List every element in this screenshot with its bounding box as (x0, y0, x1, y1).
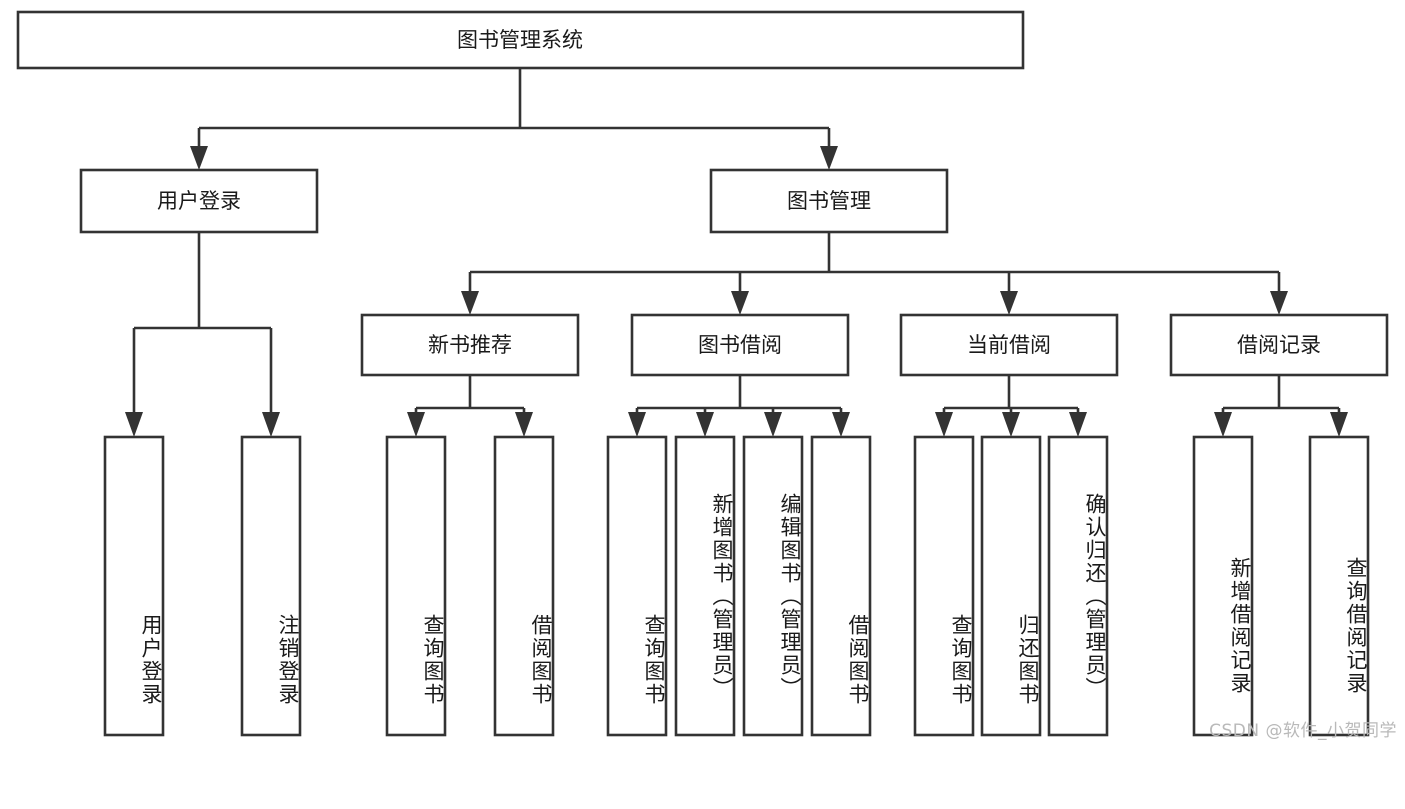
arrow-head-leaf-user-login (125, 412, 143, 437)
connector-group-borrow-record (1214, 375, 1348, 437)
node-leaf-query-record-box[interactable] (1308, 435, 1370, 737)
arrow-head-leaf-user-logout (262, 412, 280, 437)
diagram-canvas: 图书管理系统 用户登录 图书管理 新书推荐 图书借阅 当前借阅 借阅记录 (16, 10, 1397, 741)
node-current-borrow-label: 当前借阅 (967, 333, 1051, 357)
node-current-borrow[interactable]: 当前借阅 (899, 313, 1119, 377)
connector-group-user-login (125, 232, 280, 437)
arrow-head-leaf-query-book-2 (628, 412, 646, 437)
arrow-head-leaf-query-record (1330, 412, 1348, 437)
node-root-box[interactable] (16, 10, 1025, 70)
node-leaf-user-login-box[interactable] (103, 435, 165, 737)
node-leaf-borrow-book-2-box[interactable] (810, 435, 872, 737)
connector-group-current-borrow (935, 375, 1087, 437)
arrow-head-leaf-add-record (1214, 412, 1232, 437)
arrow-head-to-book-management (820, 146, 838, 170)
node-user-login-box[interactable] (79, 168, 319, 234)
node-book-management[interactable]: 图书管理 (709, 168, 949, 234)
node-book-borrow[interactable]: 图书借阅 (630, 313, 850, 377)
node-leaf-add-book-box[interactable] (674, 435, 736, 737)
node-leaf-edit-book-box[interactable] (742, 435, 804, 737)
arrow-head-leaf-borrow-book-2 (832, 412, 850, 437)
node-new-book-recommend[interactable]: 新书推荐 (360, 313, 580, 377)
connector-group-book-management (461, 232, 1288, 315)
node-user-login[interactable]: 用户登录 (79, 168, 319, 234)
node-leaf-query-book-2-box[interactable] (606, 435, 668, 737)
node-book-management-label: 图书管理 (787, 189, 871, 213)
node-user-login-label: 用户登录 (157, 189, 241, 213)
arrow-head-book-borrow (731, 291, 749, 315)
node-current-borrow-box[interactable] (899, 313, 1119, 377)
node-leaf-add-record-box[interactable] (1192, 435, 1254, 737)
node-new-book-recommend-box[interactable] (360, 313, 580, 377)
connector-group-root (190, 68, 838, 170)
node-borrow-record-label: 借阅记录 (1237, 333, 1321, 357)
arrow-head-leaf-edit-book (764, 412, 782, 437)
node-leaf-return-book-box[interactable] (980, 435, 1042, 737)
csdn-watermark: CSDN @软件_小贺同学 (1209, 721, 1397, 741)
node-root-label: 图书管理系统 (457, 28, 583, 52)
arrow-head-leaf-query-book-1 (407, 412, 425, 437)
arrow-head-to-user-login (190, 146, 208, 170)
node-leaf-query-book-3-box[interactable] (913, 435, 975, 737)
arrow-head-leaf-add-book (696, 412, 714, 437)
arrow-head-borrow-record (1270, 291, 1288, 315)
node-leaf-confirm-return-box[interactable] (1047, 435, 1109, 737)
arrow-head-leaf-return-book (1002, 412, 1020, 437)
connector-group-new-book-recommend (407, 375, 533, 437)
arrow-head-leaf-confirm-return (1069, 412, 1087, 437)
node-borrow-record-box[interactable] (1169, 313, 1389, 377)
node-leaf-user-logout-box[interactable] (240, 435, 302, 737)
tree-diagram-svg: 图书管理系统 用户登录 图书管理 新书推荐 图书借阅 当前借阅 借阅记录 (16, 10, 1389, 737)
arrow-head-leaf-borrow-book-1 (515, 412, 533, 437)
connector-group-book-borrow (628, 375, 850, 437)
leaf-box-group (103, 435, 1370, 737)
arrow-head-leaf-query-book-3 (935, 412, 953, 437)
node-book-management-box[interactable] (709, 168, 949, 234)
node-borrow-record[interactable]: 借阅记录 (1169, 313, 1389, 377)
node-book-borrow-label: 图书借阅 (698, 333, 782, 357)
node-root[interactable]: 图书管理系统 (16, 10, 1025, 70)
arrow-head-current-borrow (1000, 291, 1018, 315)
node-leaf-borrow-book-1-box[interactable] (493, 435, 555, 737)
node-new-book-recommend-label: 新书推荐 (428, 333, 512, 357)
node-leaf-query-book-1-box[interactable] (385, 435, 447, 737)
arrow-head-new-book-recommend (461, 291, 479, 315)
node-book-borrow-box[interactable] (630, 313, 850, 377)
